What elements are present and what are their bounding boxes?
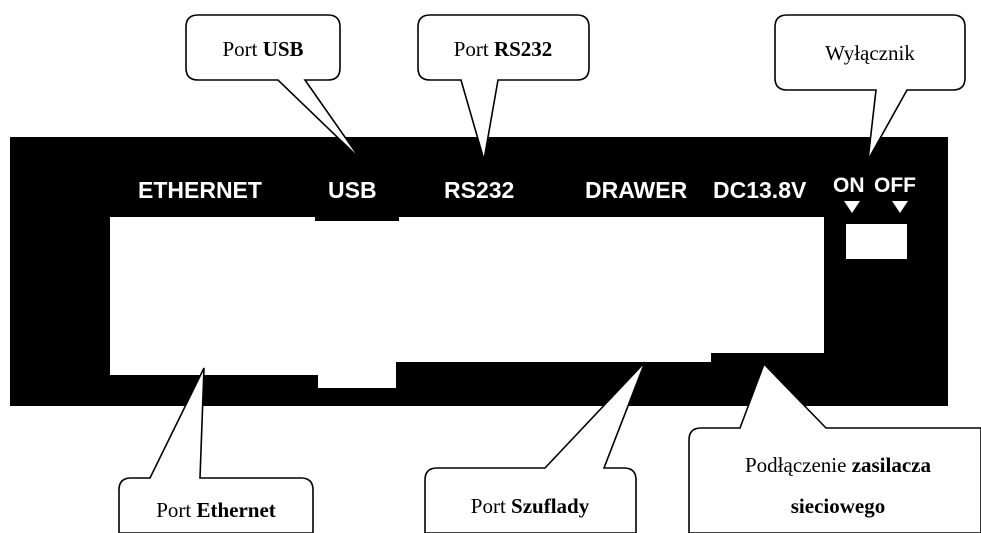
drawer-port-label: DRAWER [585, 177, 688, 203]
callout-drawer-text: Port Szuflady [471, 494, 590, 518]
callout-power-adapter-line2: sieciowego [791, 494, 885, 518]
rs232-port-label: RS232 [444, 177, 514, 203]
callout-usb-text: Port USB [222, 37, 303, 61]
connector-cutout [110, 217, 824, 388]
callout-power-switch-text: Wyłącznik [825, 41, 915, 65]
ethernet-port-label: ETHERNET [138, 177, 262, 203]
usb-port-label: USB [328, 177, 377, 203]
switch-on-arrow-icon [844, 201, 860, 213]
switch-on-label: ON [833, 174, 865, 197]
callout-ethernet [118, 367, 314, 533]
switch-off-arrow-icon [892, 201, 908, 213]
callout-power-adapter-line1: Podłączenie zasilacza [745, 453, 932, 477]
callout-usb [185, 14, 362, 161]
switch-off-label: OFF [874, 174, 916, 197]
power-port-label: DC13.8V [713, 177, 807, 203]
callout-rs232 [417, 14, 590, 161]
callout-drawer [424, 361, 646, 533]
power-switch [846, 224, 907, 259]
callout-power-switch [774, 14, 966, 161]
callout-ethernet-text: Port Ethernet [156, 498, 276, 522]
callout-power-adapter [688, 362, 981, 533]
callout-rs232-text: Port RS232 [454, 37, 553, 61]
